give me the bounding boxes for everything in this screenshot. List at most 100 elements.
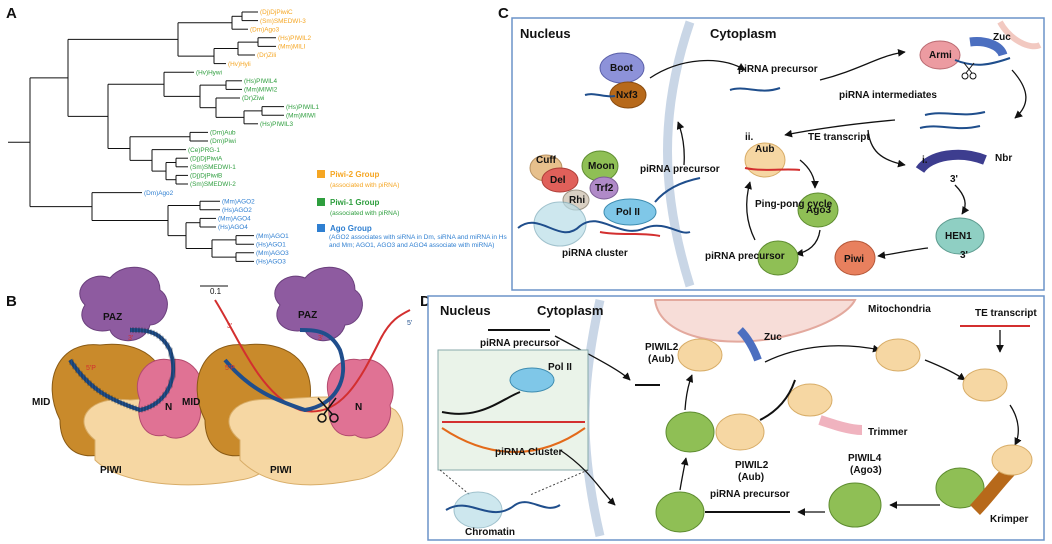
panel-d-cytoplasm: Cytoplasm [537, 303, 603, 318]
cluster-inset [437, 349, 589, 471]
zuc-protein-d [737, 327, 762, 362]
arrow-to-krimper [1009, 404, 1022, 446]
trf2-protein [589, 176, 619, 200]
ago3-lower-d [655, 491, 705, 533]
label-aub-c: Aub [755, 144, 774, 155]
label-3-right-target: 3' [227, 323, 232, 330]
label-piwi-right: PIWI [270, 465, 292, 476]
panel-letter-d: D [420, 293, 431, 310]
piwil2-aub-middle [715, 413, 765, 451]
tree-leaf-label: (Hs)AGO4 [218, 224, 248, 231]
nuclear-envelope-c [663, 20, 695, 288]
tree-leaf-label: (Mm)AGO1 [256, 233, 289, 240]
label-5-right-target: 5' [407, 320, 412, 327]
legend-swatch-ago [317, 224, 325, 232]
chromatin-dna [445, 501, 561, 514]
label-paz-right: PAZ [298, 310, 317, 321]
del-protein [541, 167, 579, 193]
arrow-to-piwi [877, 247, 929, 260]
transcript-inset [441, 391, 521, 415]
piwi-structure-right: MID PAZ N PIWI 5'P 3' 5' 3' [182, 266, 412, 486]
label-piwi-c: Piwi [844, 254, 864, 265]
inset-lead-1 [439, 469, 471, 496]
legend-desc-piwi1: (associated with piRNA) [330, 210, 399, 217]
piwi-protein-c [834, 240, 876, 276]
label-ii: ii. [745, 132, 754, 143]
label-trf2: Trf2 [595, 183, 614, 194]
tree-leaf-label: (Sm)SMEDWI-2 [190, 181, 236, 188]
label-cluster-d: piRNA Cluster [495, 447, 563, 458]
label-i: i. [922, 155, 928, 166]
arrow-to-precursor-low [559, 449, 616, 506]
piwil2-aub-upper [677, 338, 723, 372]
transcript-cluster-c [599, 231, 661, 237]
label-te-d: TE transcript [975, 308, 1037, 319]
tree-leaf-label: (Dm)Ago2 [144, 190, 174, 197]
nucleosome-c [533, 201, 587, 247]
label-del: Del [550, 175, 566, 186]
rna-at-zuc [954, 57, 1011, 66]
panel-letter-c: C [498, 5, 509, 22]
tree-leaf-label: (Mm)MIWI2 [244, 87, 278, 94]
arrow-to-lower-aub [795, 229, 821, 257]
legend-desc-piwi2: (associated with piRNA) [330, 182, 399, 189]
label-pol2-c: Pol II [616, 207, 640, 218]
tree-leaf-label: (Mm)MILI [278, 44, 306, 51]
phylogenetic-tree: (Dj)DjPiwiC(Sm)SMEDWI-3(Dm)Ago3(Hs)PIWIL… [8, 9, 319, 266]
aub-krimper [991, 444, 1033, 476]
label-piwil4-2: (Ago3) [850, 465, 882, 476]
label-mid-left: MID [32, 397, 50, 408]
label-paz-left: PAZ [103, 312, 122, 323]
te-transcript-c [744, 167, 801, 171]
rna-intermediate-2 [919, 125, 981, 130]
aub-trimming [787, 383, 833, 417]
label-ago3-c: Ago3 [806, 205, 831, 216]
arrow-to-loaded-aub [924, 359, 966, 381]
mitochondria [653, 299, 857, 343]
panel-letter-a: A [6, 5, 17, 22]
arrow-to-aub [784, 119, 896, 138]
ago3-middle-d [665, 411, 715, 453]
tree-leaf-label: (Dj)DjPiwiA [190, 155, 223, 162]
tree-leaf-label: (Hs)PIWIL3 [260, 121, 293, 128]
tree-leaf-label: (Hv)Hyli [228, 61, 251, 68]
tree-leaf-label: (Sm)SMEDWI-3 [260, 18, 306, 25]
armi-protein [919, 40, 961, 70]
tree-leaf-label: (Dj)DjPiwiB [190, 173, 222, 180]
tree-leaf-label: (Hs)AGO2 [222, 207, 252, 214]
tree-leaf-label: (Hs)PIWIL1 [286, 104, 319, 111]
label-n-right: N [355, 402, 362, 413]
label-precursor-top-d: piRNA precursor [480, 338, 560, 349]
legend-swatch-piwi1 [317, 198, 325, 206]
label-precursor-low: piRNA precursor [705, 251, 785, 262]
tree-legend: Piwi-2 Group (associated with piRNA) Piw… [317, 170, 507, 249]
label-zuc: Zuc [993, 32, 1011, 43]
scissors-icon [961, 62, 977, 80]
label-piwil2-aub-b-2: (Aub) [738, 472, 764, 483]
aub-pre-trim [875, 338, 921, 372]
label-3-nbr: 3' [950, 174, 958, 185]
legend-desc-ago: (AGO2 associates with siRNA in Dm, siRNA… [329, 234, 507, 249]
arrow-to-intermediates [1011, 69, 1027, 119]
label-mito: Mitochondria [868, 304, 931, 315]
arrow-up-to-aub [684, 374, 694, 411]
aub-loaded [962, 368, 1008, 402]
label-3-left: 3' [128, 335, 133, 342]
rna-at-boot [584, 93, 616, 98]
scissors-icon [317, 397, 339, 423]
ago3-protein-c [797, 192, 839, 228]
arrow-to-nbr [867, 129, 906, 168]
label-zuc-d: Zuc [764, 332, 782, 343]
legend-swatch-piwi2 [317, 170, 325, 178]
label-mid-right: MID [182, 397, 200, 408]
tree-leaf-label: (Hs)AGO1 [256, 241, 286, 248]
tree-leaf-label: (Mm)AGO3 [256, 250, 289, 257]
nucleosome-d [453, 491, 503, 529]
zuc-protein [969, 37, 1008, 57]
paz-domain [79, 266, 168, 342]
legend-title-piwi2: Piwi-2 Group [330, 170, 379, 179]
tree-leaf-label: (Dj)DjPiwiC [260, 9, 293, 16]
label-piwil4-1: PIWIL4 [848, 453, 882, 464]
label-nxf3: Nxf3 [616, 90, 638, 101]
